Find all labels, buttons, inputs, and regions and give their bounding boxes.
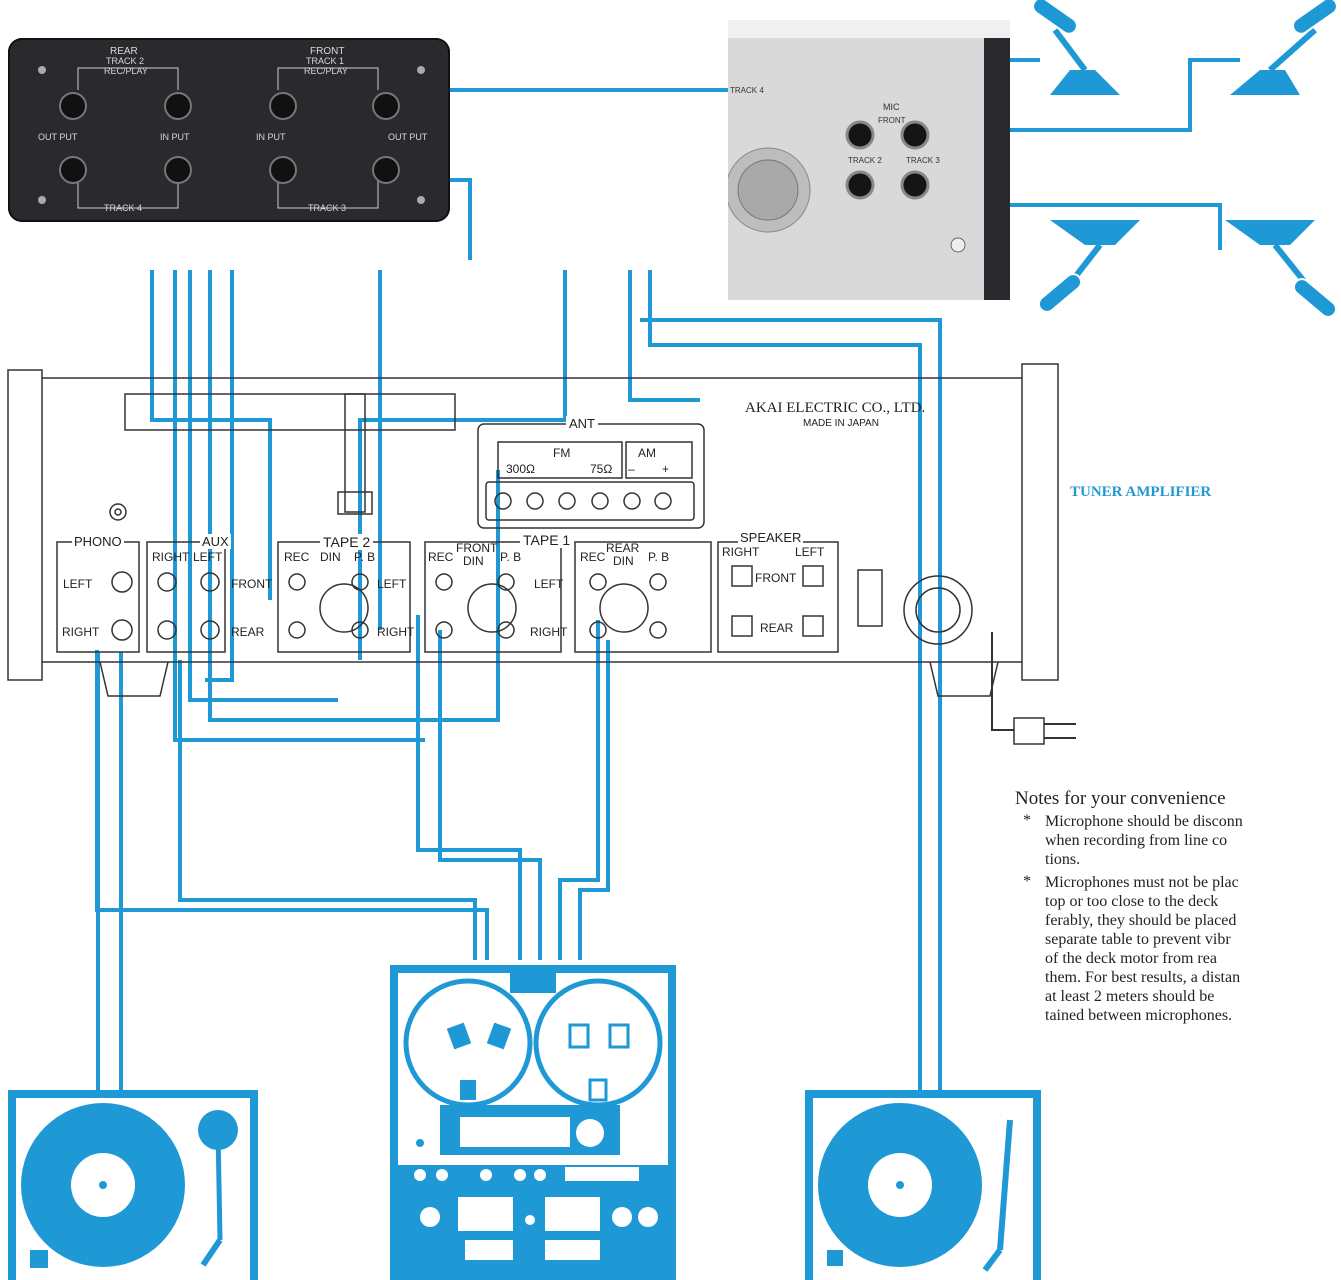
tape1-pb-rear-label: P. B [648, 550, 670, 564]
tape1-right-label: RIGHT [530, 625, 568, 639]
note-line: Microphone should be disconn [1045, 813, 1243, 830]
am-label: AM [638, 446, 656, 460]
tape2-label: TAPE 2 [320, 534, 374, 550]
minus-label: – [628, 462, 635, 476]
output-left-label: OUT PUT [38, 132, 78, 142]
rear-recplay-label: REC/PLAY [104, 66, 148, 76]
note-item: * Microphone should be disconn when reco… [1015, 812, 1341, 869]
microphone-icon [1230, 0, 1338, 95]
tape1-left-label: LEFT [534, 577, 564, 591]
front-recplay-label: REC/PLAY [304, 66, 348, 76]
plus-label: + [662, 462, 670, 476]
input-left-label: IN PUT [160, 132, 190, 142]
front-label: FRONT [310, 46, 345, 57]
aux-left-label: LEFT [193, 550, 223, 564]
note-line: top or too close to the deck [1045, 893, 1219, 910]
note-bullet: * [1023, 873, 1031, 890]
aux-front-label: FRONT [231, 577, 273, 591]
note-line: them. For best results, a distan [1045, 969, 1241, 986]
microphone-icon [1037, 220, 1140, 313]
input-right-label: IN PUT [256, 132, 286, 142]
note-line: tained between microphones. [1045, 1007, 1233, 1024]
tape2-din-label: DIN [320, 550, 341, 564]
mic-front-label: FRONT [878, 116, 906, 125]
mic-track3-label: TRACK 3 [906, 156, 940, 165]
note-item: * Microphones must not be plac top or to… [1015, 873, 1341, 1025]
notes-title: Notes for your convenience [1015, 788, 1226, 809]
notes-section: Notes for your convenience * Microphone … [1015, 788, 1341, 1025]
note-line: of the deck motor from rea [1045, 950, 1217, 967]
mic-panel-graphics [728, 120, 966, 253]
tape1-rec-front-label: REC [428, 550, 454, 564]
tape1-din-rear-label: DIN [613, 554, 634, 568]
turntable-icon [8, 1090, 258, 1280]
speaker-label: SPEAKER [738, 530, 804, 545]
mic-adaptor-panel: REAR TRACK 2 REC/PLAY FRONT TRACK 1 REC/… [8, 38, 450, 222]
speaker-rear-label: REAR [760, 621, 794, 635]
note-line: ferably, they should be placed [1045, 912, 1237, 929]
made-in-label: MADE IN JAPAN [803, 418, 879, 429]
track4-label: TRACK 4 [104, 203, 143, 213]
phono-right-label: RIGHT [62, 625, 100, 639]
aux-right-label: RIGHT [152, 550, 190, 564]
reel-to-reel-deck-icon [390, 965, 676, 1280]
front-track-label: TRACK 1 [306, 56, 345, 66]
note-line: when recording from line co [1045, 832, 1228, 849]
mic-track4-label: TRACK 4 [730, 86, 764, 95]
tape1-label: TAPE 1 [520, 532, 574, 548]
tape2-pb-label: P. B [354, 550, 376, 564]
ant-label: ANT [566, 416, 598, 431]
note-line: separate table to prevent vibr [1045, 931, 1231, 948]
microphone-icon [1225, 220, 1338, 318]
tape1-rear-sub-label: REAR [606, 541, 640, 555]
tape2-right-label: RIGHT [377, 625, 415, 639]
tape2-rec-label: REC [284, 550, 310, 564]
ohm300-label: 300Ω [506, 462, 535, 476]
microphone-icon [1032, 0, 1120, 95]
note-line: Microphones must not be plac [1045, 874, 1239, 891]
note-line: tions. [1045, 851, 1081, 868]
tape1-front-sub-label: FRONT [456, 541, 498, 555]
tuner-amplifier-rear-panel [7, 363, 1059, 731]
speaker-left-label: LEFT [795, 545, 825, 559]
speaker-front-label: FRONT [755, 571, 797, 585]
aux-rear-label: REAR [231, 625, 265, 639]
power-plug-icon [1013, 717, 1076, 745]
speaker-right-label: RIGHT [722, 545, 760, 559]
tape1-rec-rear-label: REC [580, 550, 606, 564]
mic-label: MIC [883, 102, 900, 112]
turntable-icon [805, 1090, 1041, 1280]
brand-label: AKAI ELECTRIC CO., LTD. [745, 400, 926, 416]
tape1-din-front-label: DIN [463, 554, 484, 568]
phono-left-label: LEFT [63, 577, 93, 591]
phono-label: PHONO [72, 534, 124, 549]
tuner-amplifier-label: TUNER AMPLIFIER [1070, 484, 1212, 500]
adaptor-graphics [38, 66, 425, 209]
note-bullet: * [1023, 812, 1031, 829]
note-line: at least 2 meters should be [1045, 988, 1215, 1005]
rear-track-label: TRACK 2 [106, 56, 145, 66]
output-right-label: OUT PUT [388, 132, 428, 142]
track3-label: TRACK 3 [308, 203, 347, 213]
ohm75-label: 75Ω [590, 462, 613, 476]
mic-input-panel: MIC FRONT TRACK 2 TRACK 3 TRACK 4 [728, 20, 1010, 300]
tape1-pb-front-label: P. B [500, 550, 522, 564]
tape2-left-label: LEFT [377, 577, 407, 591]
fm-label: FM [553, 446, 571, 460]
rear-label: REAR [110, 46, 138, 57]
aux-label: AUX [200, 534, 231, 549]
mic-track2-label: TRACK 2 [848, 156, 882, 165]
